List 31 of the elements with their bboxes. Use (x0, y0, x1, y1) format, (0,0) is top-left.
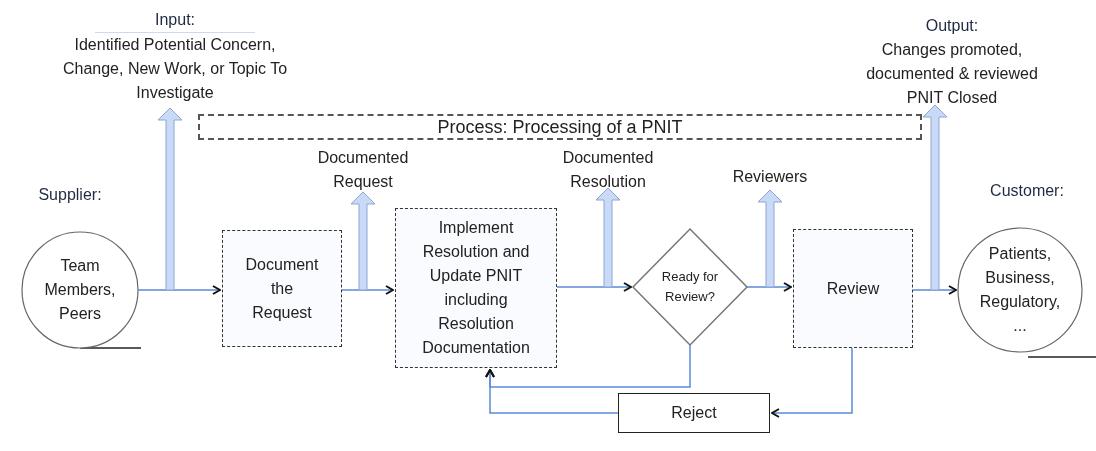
node-label: Supplier: (37, 186, 103, 204)
process-box (793, 229, 913, 348)
label: Documented Resolution (561, 148, 655, 192)
label: Patients, Business, Regulatory, ... (978, 244, 1062, 336)
label: Ready for Review? (660, 268, 720, 306)
block-arrow (157, 107, 183, 291)
label: Implement Resolution and Update PNIT including Resolution Documentation (421, 218, 531, 358)
label: Reject (671, 403, 717, 423)
block-arrow (595, 187, 621, 288)
process-box (618, 393, 770, 433)
block-arrow (350, 191, 376, 291)
node-label: Customer: (989, 182, 1065, 200)
label: Team Members, Peers (43, 256, 117, 324)
block-arrow (757, 189, 783, 288)
label: Process: Processing of a PNIT (437, 116, 683, 139)
arrow (556, 282, 632, 292)
label: Reviewers (732, 167, 808, 187)
heading: Output: (924, 16, 980, 36)
label: Review (826, 278, 880, 299)
block-arrow (922, 104, 948, 291)
label: Changes promoted, documented & reviewed PNIT Closed (865, 40, 1039, 108)
process-box (222, 230, 342, 347)
arrow (485, 344, 691, 388)
label: Document the Request (244, 254, 320, 323)
label: Identified Potential Concern, Change, New Work, or Topic To Investigate (61, 34, 289, 103)
process-band (198, 114, 922, 140)
process-box (395, 208, 557, 368)
label: Documented Request (316, 148, 410, 192)
arrow (137, 285, 221, 295)
arrow (771, 347, 853, 418)
heading: Input: (95, 7, 255, 33)
